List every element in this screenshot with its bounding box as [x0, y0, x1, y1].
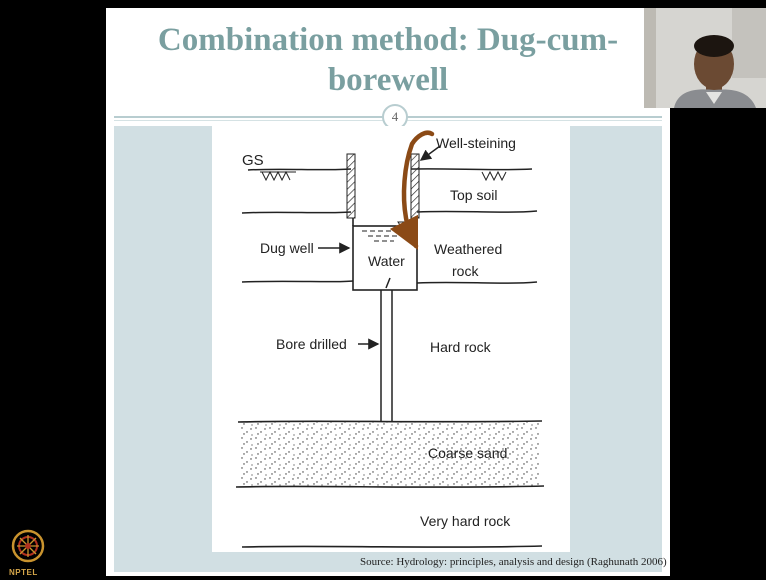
label-rock: rock — [452, 263, 479, 279]
label-water: Water — [368, 253, 405, 269]
label-dug-well: Dug well — [260, 240, 314, 256]
label-coarse-sand: Coarse sand — [428, 445, 507, 461]
slide: Combination method: Dug-cum-borewell 4 — [106, 8, 670, 576]
label-gs: GS — [242, 152, 264, 169]
slide-title: Combination method: Dug-cum-borewell — [106, 20, 670, 100]
dug-cum-borewell-diagram: GS Well-steining Top soil Dug well Water… — [212, 126, 570, 552]
label-bore-drilled: Bore drilled — [276, 336, 347, 352]
borehole — [381, 278, 392, 422]
top-soil-boundary — [242, 211, 537, 213]
coarse-sand-bottom — [236, 486, 544, 487]
steining-wall-right — [411, 154, 419, 218]
label-hard-rock: Hard rock — [430, 339, 492, 355]
source-citation: Source: Hydrology: principles, analysis … — [360, 556, 667, 568]
grass-marks-left — [260, 172, 296, 180]
label-weathered: Weathered — [434, 241, 502, 257]
ground-surface-line — [248, 169, 532, 170]
label-well-steining: Well-steining — [436, 135, 516, 151]
presenter-webcam — [644, 8, 766, 108]
label-top-soil: Top soil — [450, 187, 497, 203]
grass-marks-right — [482, 172, 506, 180]
very-hard-rock-boundary — [242, 546, 542, 547]
coarse-sand-top — [238, 421, 542, 422]
label-very-hard-rock: Very hard rock — [420, 513, 511, 529]
steining-wall-left — [347, 154, 355, 218]
nptel-logo-text: NPTEL — [9, 568, 38, 577]
